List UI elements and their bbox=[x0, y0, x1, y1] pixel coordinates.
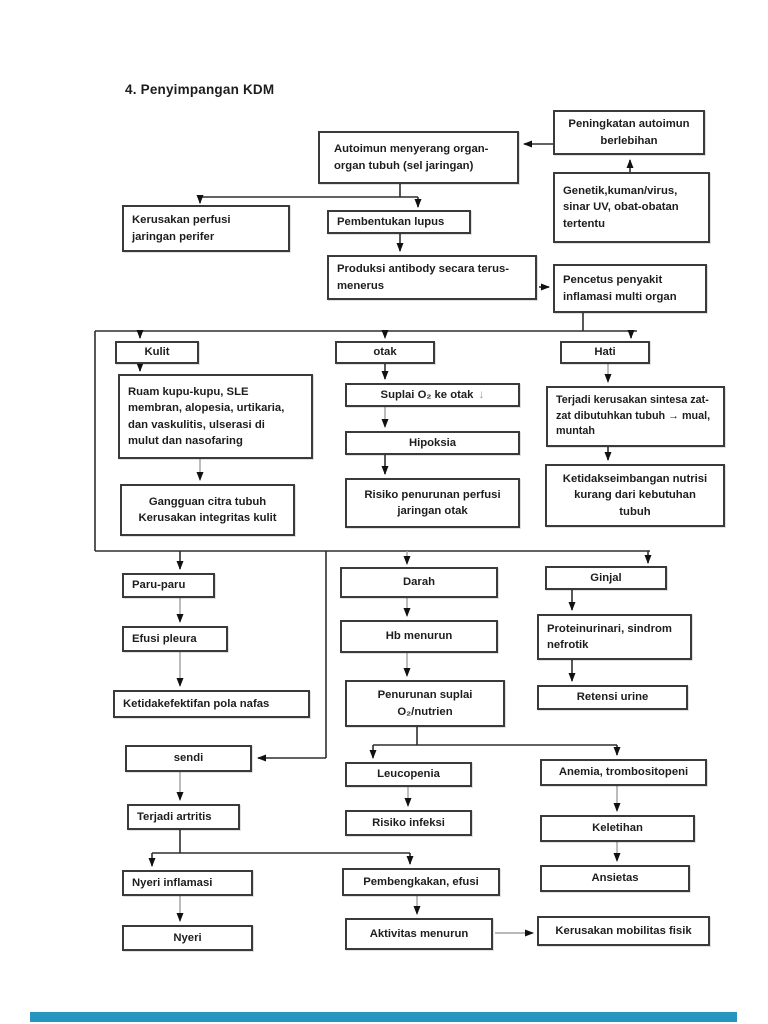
node-pencetus-inflamasi: Pencetus penyakit inflamasi multi organ bbox=[553, 264, 707, 313]
node-kulit: Kulit bbox=[115, 341, 199, 364]
node-aktivitas-menurun: Aktivitas menurun bbox=[345, 918, 493, 950]
node-proteinurinari: Proteinurinari, sindrom nefrotik bbox=[537, 614, 692, 660]
node-autoimun-menyerang: Autoimun menyerang organ- organ tubuh (s… bbox=[318, 131, 519, 184]
node-retensi-urine: Retensi urine bbox=[537, 685, 688, 710]
node-risiko-perfusi-otak: Risiko penurunan perfusi jaringan otak bbox=[345, 478, 520, 528]
node-ruam-kupu: Ruam kupu-kupu, SLE membran, alopesia, u… bbox=[118, 374, 313, 459]
suplai-label: Suplai O₂ ke otak bbox=[380, 388, 474, 401]
node-efusi-pleura: Efusi pleura bbox=[122, 626, 228, 652]
node-ansietas: Ansietas bbox=[540, 865, 690, 892]
node-hati: Hati bbox=[560, 341, 650, 364]
node-suplai-o2: Suplai O₂ ke otak ↓ bbox=[345, 383, 520, 407]
node-gangguan-citra-tubuh: Gangguan citra tubuh Kerusakan integrita… bbox=[120, 484, 295, 536]
split-autoimun bbox=[200, 184, 418, 198]
node-terjadi-artritis: Terjadi artritis bbox=[127, 804, 240, 830]
node-paru-paru: Paru-paru bbox=[122, 573, 215, 598]
node-nyeri: Nyeri bbox=[122, 925, 253, 951]
node-produksi-antibody: Produksi antibody secara terus- menerus bbox=[327, 255, 537, 300]
node-pembengkakan-efusi: Pembengkakan, efusi bbox=[342, 868, 500, 896]
node-ginjal: Ginjal bbox=[545, 566, 667, 590]
page-title: 4. Penyimpangan KDM bbox=[125, 82, 275, 97]
node-ketidakseimbangan-nutrisi: Ketidakseimbangan nutrisi kurang dari ke… bbox=[545, 464, 725, 527]
decrease-arrow-icon: ↓ bbox=[478, 387, 485, 402]
node-anemia-trombositopeni: Anemia, trombositopeni bbox=[540, 759, 707, 786]
node-hb-menurun: Hb menurun bbox=[340, 620, 498, 653]
split-penurunan bbox=[373, 727, 617, 746]
node-hipoksia: Hipoksia bbox=[345, 431, 520, 455]
node-genetik-pencetus: Genetik,kuman/virus, sinar UV, obat-obat… bbox=[553, 172, 710, 243]
bottom-progress-bar bbox=[30, 1012, 737, 1022]
node-leucopenia: Leucopenia bbox=[345, 762, 472, 787]
node-sendi: sendi bbox=[125, 745, 252, 772]
node-penurunan-suplai: Penurunan suplai O₂/nutrien bbox=[345, 680, 505, 727]
node-risiko-infeksi: Risiko infeksi bbox=[345, 810, 472, 836]
node-nyeri-inflamasi: Nyeri inflamasi bbox=[122, 870, 253, 896]
node-peningkatan-autoimun: Peningkatan autoimun berlebihan bbox=[553, 110, 705, 155]
node-darah: Darah bbox=[340, 567, 498, 598]
node-kerusakan-perfusi-perifer: Kerusakan perfusi jaringan perifer bbox=[122, 205, 290, 252]
node-kerusakan-mobilitas: Kerusakan mobilitas fisik bbox=[537, 916, 710, 946]
node-pembentukan-lupus: Pembentukan lupus bbox=[327, 210, 471, 234]
node-keletihan: Keletihan bbox=[540, 815, 695, 842]
node-ketidakefektifan-pola-nafas: Ketidakefektifan pola nafas bbox=[113, 690, 310, 718]
node-kerusakan-sintesa: Terjadi kerusakan sintesa zat- zat dibut… bbox=[546, 386, 725, 447]
node-otak: otak bbox=[335, 341, 435, 364]
